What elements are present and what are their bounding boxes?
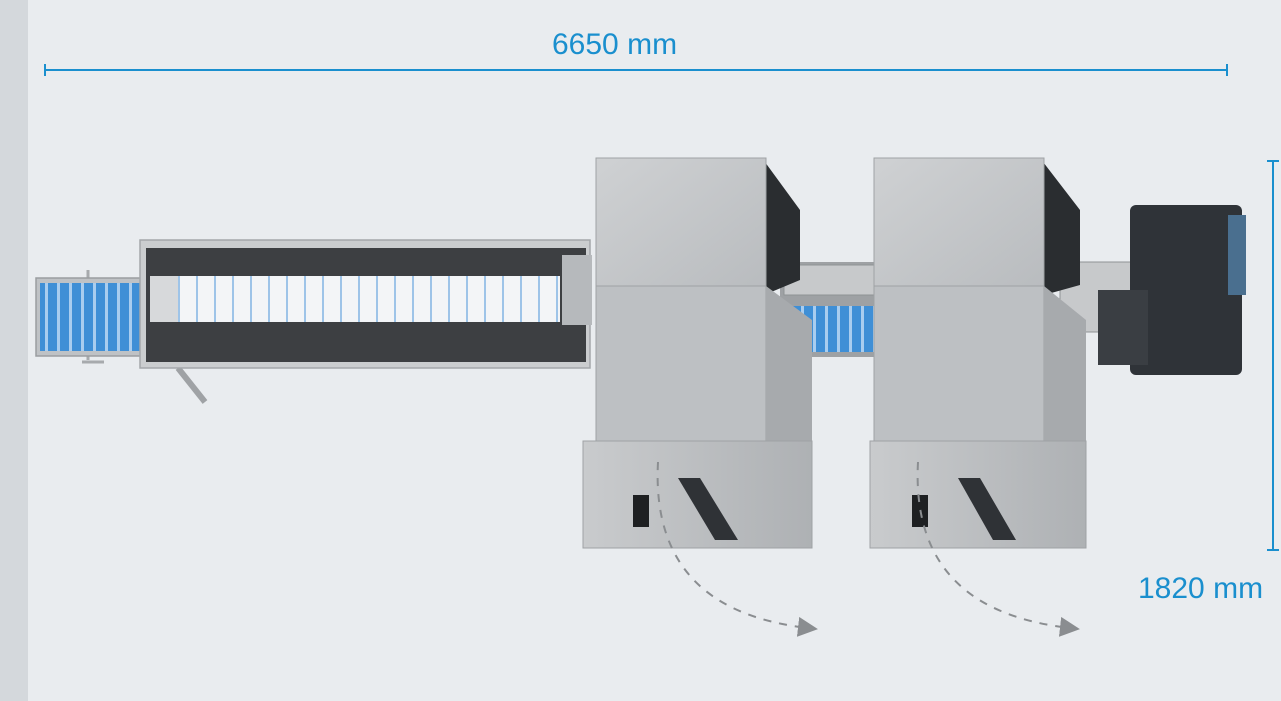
length-dimension-line xyxy=(44,64,1228,76)
left-edge-strip xyxy=(0,0,28,701)
infeed-roller-conveyor xyxy=(35,270,147,364)
main-infeed-conveyor xyxy=(139,239,592,404)
print-module-2 xyxy=(869,157,1087,549)
exit-arrow-module-2 xyxy=(916,461,1080,637)
width-dimension-label: 1820 mm xyxy=(1138,572,1264,605)
exit-arrow-module-1 xyxy=(656,461,818,637)
control-unit xyxy=(1098,205,1246,375)
print-module-1 xyxy=(582,157,813,549)
length-dimension-label: 6650 mm xyxy=(552,28,678,61)
width-dimension-line xyxy=(1267,160,1279,551)
